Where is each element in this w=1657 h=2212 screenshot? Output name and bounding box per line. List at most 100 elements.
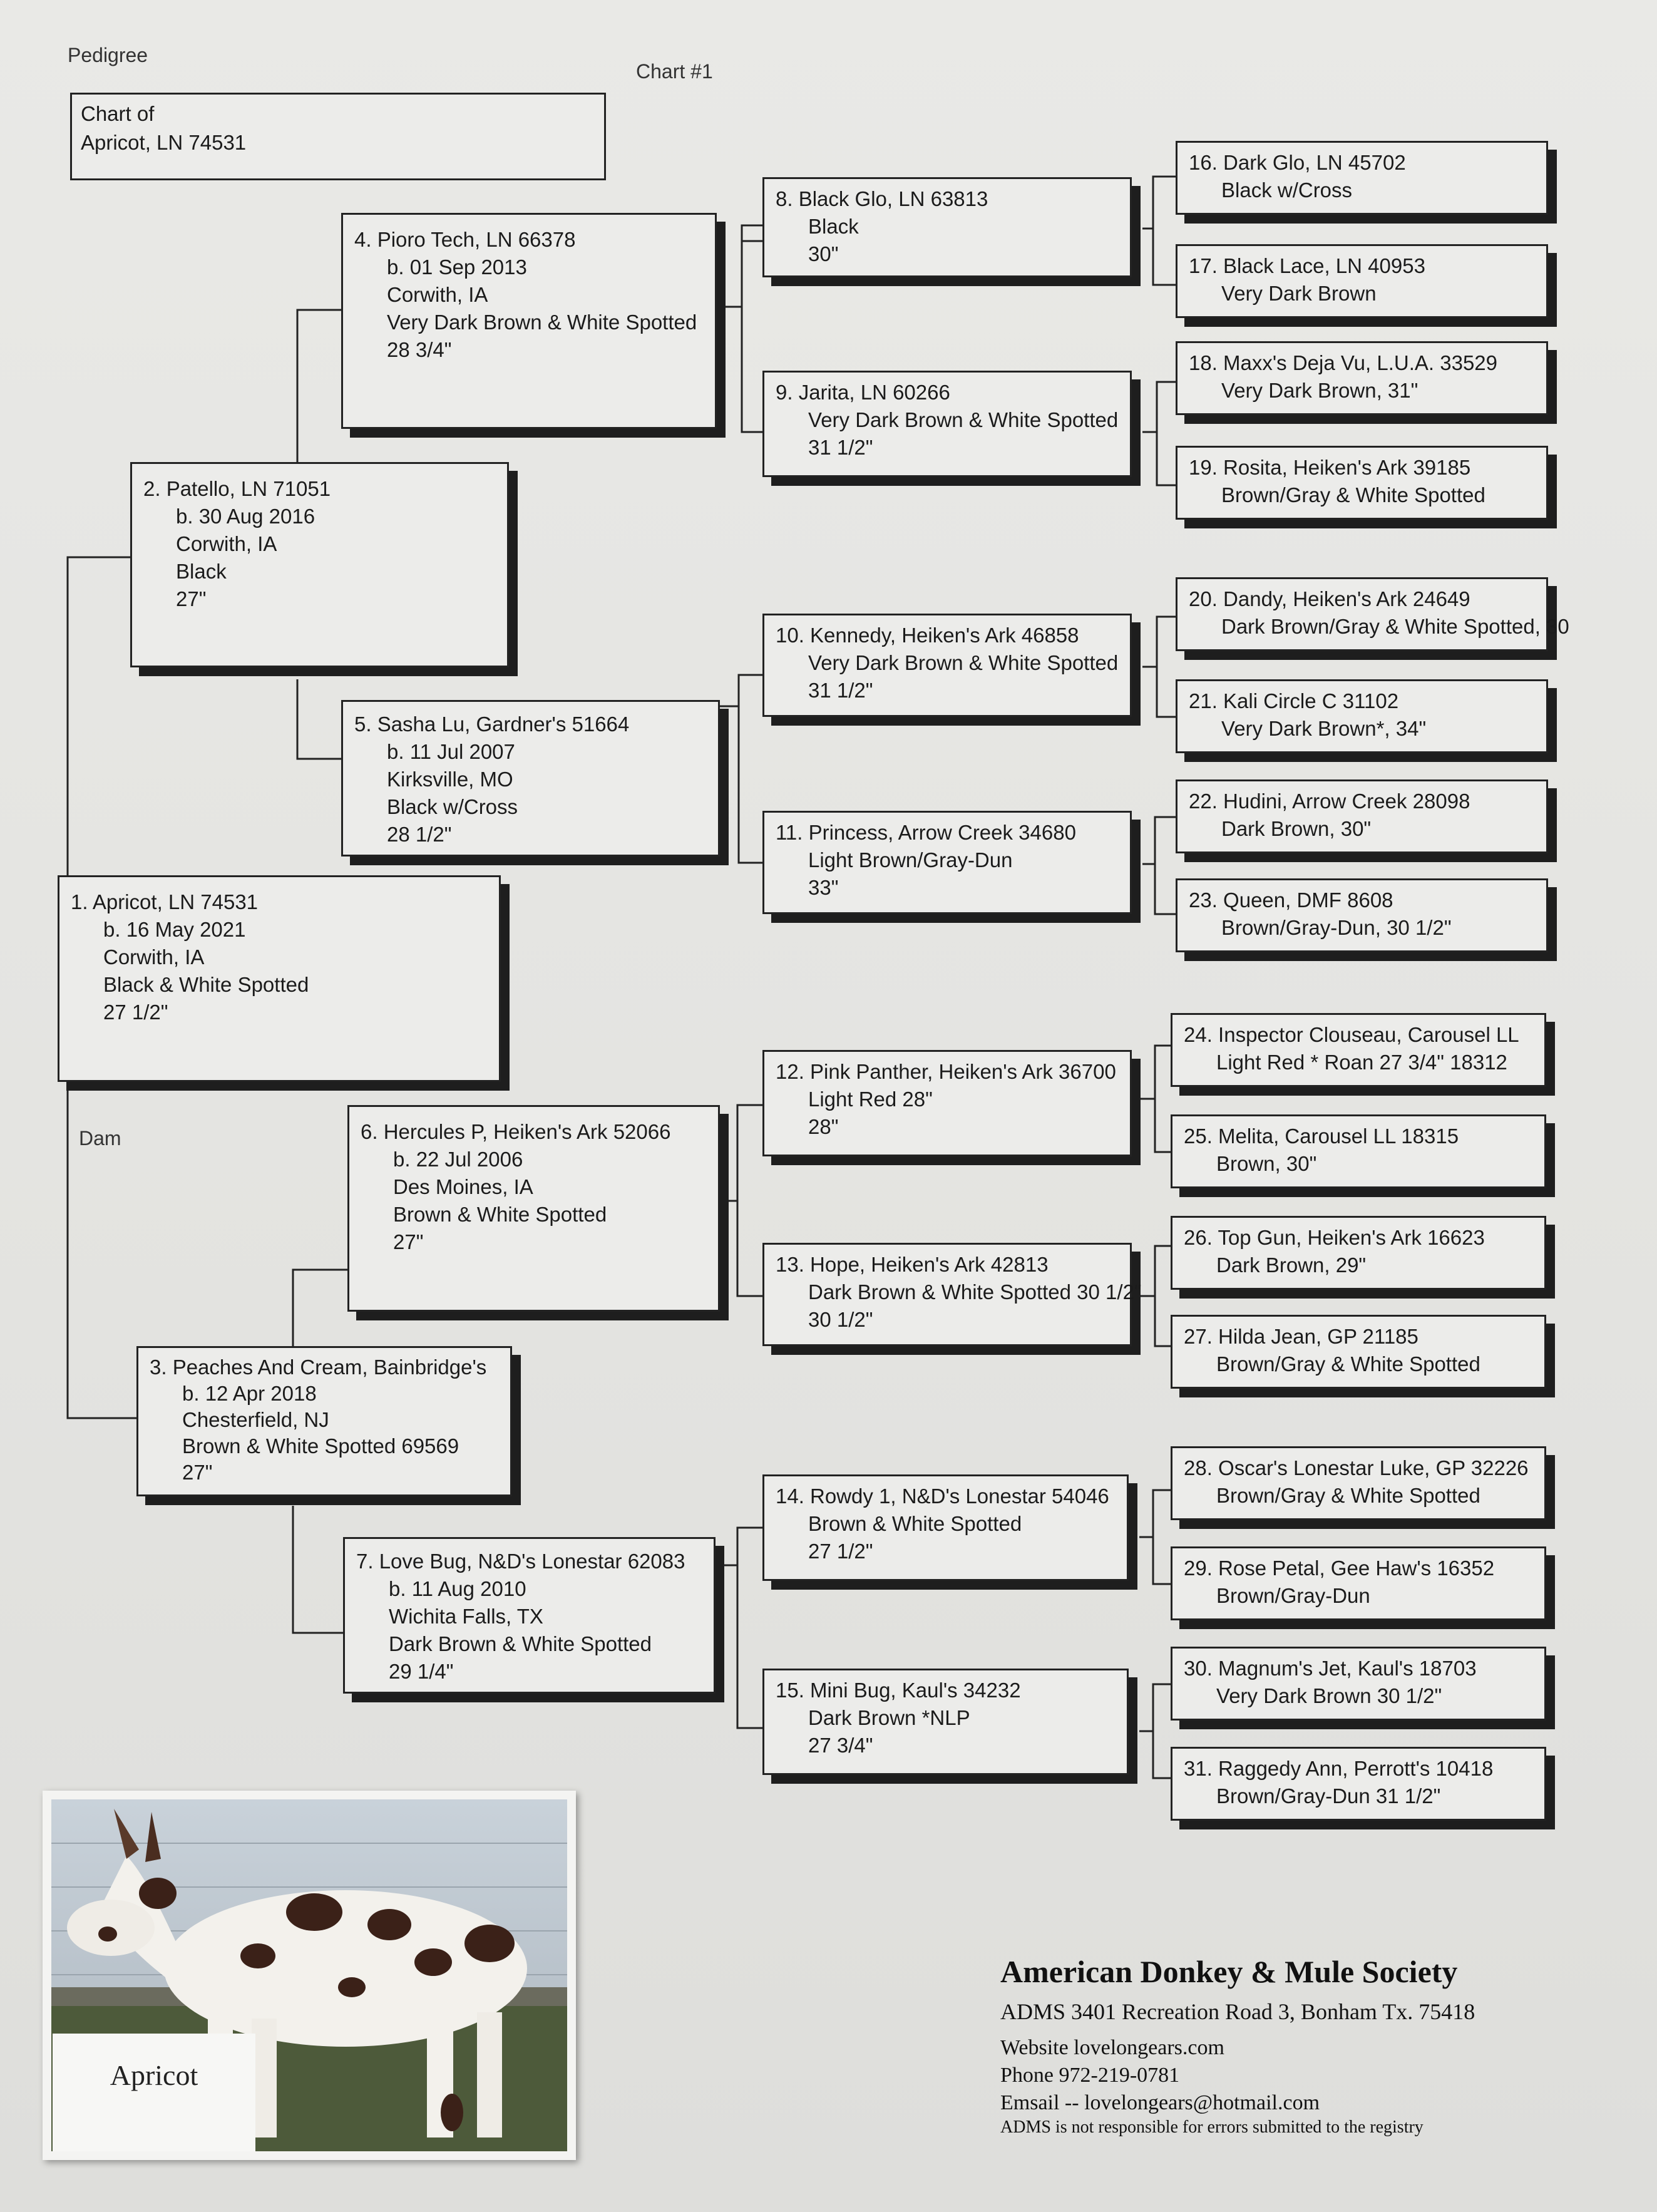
animal-photo-frame: Apricot: [43, 1791, 576, 2160]
pedigree-label: Pedigree: [68, 44, 148, 66]
animal-4-location: Corwith, IA: [387, 283, 488, 306]
animal-31-color: Brown/Gray-Dun 31 1/2": [1216, 1784, 1441, 1808]
animal-9-height: 31 1/2": [808, 436, 873, 459]
animal-4-color: Very Dark Brown & White Spotted: [387, 311, 697, 334]
animal-box-8: 8. Black Glo, LN 63813 Black 30": [762, 177, 1132, 277]
animal-12-height: 28": [808, 1115, 839, 1138]
animal-box-31: 31. Raggedy Ann, Perrott's 10418 Brown/G…: [1171, 1747, 1546, 1821]
animal-box-16: 16. Dark Glo, LN 45702 Black w/Cross: [1176, 141, 1548, 215]
animal-11-color: Light Brown/Gray-Dun: [808, 848, 1013, 872]
animal-box-24: 24. Inspector Clouseau, Carousel LL Ligh…: [1171, 1013, 1546, 1087]
animal-11-height: 33": [808, 876, 839, 899]
animal-box-12: 12. Pink Panther, Heiken's Ark 36700 Lig…: [762, 1050, 1132, 1156]
animal-30-name: 30. Magnum's Jet, Kaul's 18703: [1184, 1657, 1477, 1680]
animal-box-30: 30. Magnum's Jet, Kaul's 18703 Very Dark…: [1171, 1647, 1546, 1721]
animal-29-color: Brown/Gray-Dun: [1216, 1584, 1370, 1607]
animal-6-color: Brown & White Spotted: [393, 1203, 607, 1226]
animal-2-height: 27": [176, 587, 207, 610]
animal-box-20: 20. Dandy, Heiken's Ark 24649 Dark Brown…: [1176, 577, 1569, 651]
animal-3-name: 3. Peaches And Cream, Bainbridge's: [150, 1355, 487, 1379]
animal-7-height: 29 1/4": [389, 1660, 454, 1683]
animal-6-birth: b. 22 Jul 2006: [393, 1148, 523, 1171]
chart-of-label: Chart of: [81, 102, 155, 125]
animal-10-color: Very Dark Brown & White Spotted: [808, 651, 1119, 674]
organization-address: ADMS 3401 Recreation Road 3, Bonham Tx. …: [1000, 1999, 1475, 2024]
animal-31-name: 31. Raggedy Ann, Perrott's 10418: [1184, 1757, 1494, 1780]
animal-22-color: Dark Brown, 30": [1221, 817, 1372, 840]
animal-7-location: Wichita Falls, TX: [389, 1605, 543, 1628]
animal-3-color: Brown & White Spotted 69569: [182, 1434, 459, 1458]
animal-11-name: 11. Princess, Arrow Creek 34680: [776, 821, 1076, 844]
animal-8-color: Black: [808, 215, 859, 238]
animal-10-name: 10. Kennedy, Heiken's Ark 46858: [776, 624, 1079, 647]
animal-28-color: Brown/Gray & White Spotted: [1216, 1484, 1480, 1507]
animal-box-11: 11. Princess, Arrow Creek 34680 Light Br…: [762, 811, 1132, 914]
animal-2-birth: b. 30 Aug 2016: [176, 505, 315, 528]
animal-24-color: Light Red * Roan 27 3/4" 18312: [1216, 1051, 1507, 1074]
animal-4-name: 4. Pioro Tech, LN 66378: [354, 228, 576, 251]
animal-18-color: Very Dark Brown, 31": [1221, 379, 1418, 402]
animal-27-color: Brown/Gray & White Spotted: [1216, 1352, 1480, 1376]
organization-name: American Donkey & Mule Society: [1000, 1954, 1458, 1989]
animal-17-color: Very Dark Brown: [1221, 282, 1377, 305]
animal-box-26: 26. Top Gun, Heiken's Ark 16623 Dark Bro…: [1171, 1216, 1546, 1290]
animal-14-color: Brown & White Spotted: [808, 1512, 1022, 1535]
animal-box-13: 13. Hope, Heiken's Ark 42813 Dark Brown …: [762, 1243, 1142, 1346]
animal-12-color: Light Red 28": [808, 1088, 933, 1111]
animal-9-name: 9. Jarita, LN 60266: [776, 381, 950, 404]
animal-box-19: 19. Rosita, Heiken's Ark 39185 Brown/Gra…: [1176, 446, 1548, 520]
animal-box-9: 9. Jarita, LN 60266 Very Dark Brown & Wh…: [762, 371, 1132, 477]
animal-21-color: Very Dark Brown*, 34": [1221, 717, 1427, 740]
animal-9-color: Very Dark Brown & White Spotted: [808, 408, 1119, 431]
spotted-donkey-photo: [51, 1799, 567, 2151]
animal-7-birth: b. 11 Aug 2010: [389, 1577, 526, 1600]
animal-27-name: 27. Hilda Jean, GP 21185: [1184, 1325, 1418, 1348]
animal-25-name: 25. Melita, Carousel LL 18315: [1184, 1124, 1459, 1148]
animal-25-color: Brown, 30": [1216, 1152, 1317, 1175]
animal-3-location: Chesterfield, NJ: [182, 1408, 329, 1431]
animal-23-color: Brown/Gray-Dun, 30 1/2": [1221, 916, 1452, 939]
animal-23-name: 23. Queen, DMF 8608: [1189, 888, 1393, 912]
animal-box-10: 10. Kennedy, Heiken's Ark 46858 Very Dar…: [762, 614, 1132, 717]
animal-7-color: Dark Brown & White Spotted: [389, 1632, 652, 1655]
animal-2-color: Black: [176, 560, 227, 583]
animal-5-location: Kirksville, MO: [387, 768, 513, 791]
animal-photo: [51, 1799, 567, 2151]
animal-8-height: 30": [808, 242, 839, 265]
animal-box-21: 21. Kali Circle C 31102 Very Dark Brown*…: [1176, 679, 1548, 753]
animal-1-color: Black & White Spotted: [103, 973, 309, 996]
animal-1-height: 27 1/2": [103, 1001, 168, 1024]
animal-7-name: 7. Love Bug, N&D's Lonestar 62083: [356, 1550, 685, 1573]
animal-box-7: 7. Love Bug, N&D's Lonestar 62083 b. 11 …: [343, 1537, 716, 1694]
animal-19-color: Brown/Gray & White Spotted: [1221, 483, 1485, 507]
animal-3-height: 27": [182, 1461, 213, 1484]
animal-14-height: 27 1/2": [808, 1540, 873, 1563]
animal-box-18: 18. Maxx's Deja Vu, L.U.A. 33529 Very Da…: [1176, 341, 1548, 415]
animal-17-name: 17. Black Lace, LN 40953: [1189, 254, 1425, 277]
animal-5-birth: b. 11 Jul 2007: [387, 740, 515, 763]
animal-20-name: 20. Dandy, Heiken's Ark 24649: [1189, 587, 1470, 610]
animal-10-height: 31 1/2": [808, 679, 873, 702]
animal-13-height: 30 1/2": [808, 1308, 873, 1331]
animal-box-29: 29. Rose Petal, Gee Haw's 16352 Brown/Gr…: [1171, 1546, 1546, 1620]
animal-16-color: Black w/Cross: [1221, 178, 1353, 202]
animal-15-height: 27 3/4": [808, 1734, 873, 1757]
animal-2-location: Corwith, IA: [176, 532, 277, 555]
animal-box-4: 4. Pioro Tech, LN 66378 b. 01 Sep 2013 C…: [341, 213, 717, 429]
animal-24-name: 24. Inspector Clouseau, Carousel LL: [1184, 1023, 1519, 1046]
animal-6-location: Des Moines, IA: [393, 1175, 533, 1198]
animal-6-name: 6. Hercules P, Heiken's Ark 52066: [361, 1120, 671, 1143]
animal-18-name: 18. Maxx's Deja Vu, L.U.A. 33529: [1189, 351, 1498, 374]
animal-1-birth: b. 16 May 2021: [103, 918, 246, 941]
animal-box-6: 6. Hercules P, Heiken's Ark 52066 b. 22 …: [347, 1105, 720, 1312]
animal-box-22: 22. Hudini, Arrow Creek 28098 Dark Brown…: [1176, 779, 1548, 853]
animal-box-27: 27. Hilda Jean, GP 21185 Brown/Gray & Wh…: [1171, 1315, 1546, 1389]
animal-box-17: 17. Black Lace, LN 40953 Very Dark Brown: [1176, 244, 1548, 318]
animal-4-birth: b. 01 Sep 2013: [387, 255, 527, 279]
animal-16-name: 16. Dark Glo, LN 45702: [1189, 151, 1406, 174]
animal-box-14: 14. Rowdy 1, N&D's Lonestar 54046 Brown …: [762, 1474, 1129, 1581]
animal-box-2: 2. Patello, LN 71051 b. 30 Aug 2016 Corw…: [130, 462, 509, 667]
animal-6-height: 27": [393, 1230, 424, 1253]
